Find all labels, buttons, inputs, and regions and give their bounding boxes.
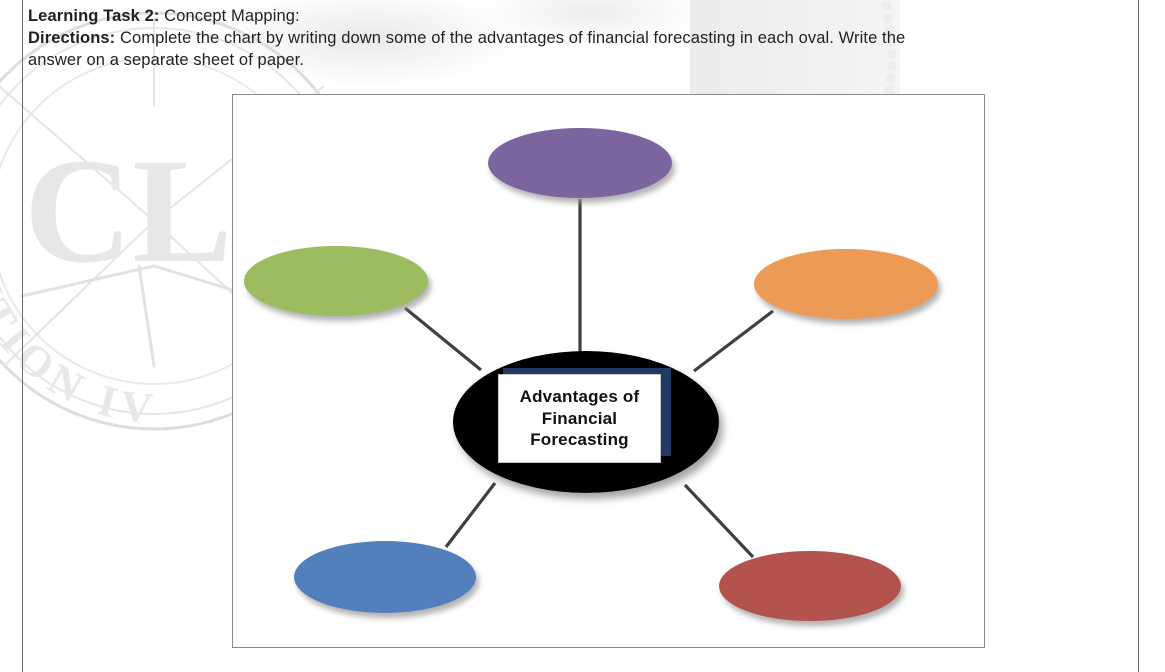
directions-line-2: answer on a separate sheet of paper.	[28, 51, 305, 70]
page-border-right	[1138, 0, 1139, 672]
page-border-left	[22, 0, 23, 672]
concept-nodes	[244, 128, 938, 621]
oval-node-upper-right[interactable]	[754, 249, 938, 319]
task-title-rest: Concept Mapping:	[159, 7, 300, 25]
directions-label: Directions:	[28, 29, 116, 48]
connector-center-to-lower-left	[444, 482, 497, 548]
task-title-line: Learning Task 2: Concept Mapping:	[28, 5, 1083, 27]
oval-node-lower-left[interactable]	[294, 541, 476, 613]
task-title-label: Learning Task 2:	[28, 7, 160, 25]
oval-node-top[interactable]	[488, 128, 672, 198]
connector-center-to-lower-right	[683, 483, 755, 559]
watermark-arc-text: HTION IV	[0, 259, 162, 434]
directions-text: Complete the chart by writing down some …	[115, 29, 906, 48]
connector-center-to-upper-right	[693, 309, 774, 373]
watermark-letters: CL	[24, 128, 232, 294]
oval-node-upper-left[interactable]	[244, 246, 428, 316]
directions-line-1: Directions: Complete the chart by writin…	[28, 27, 1083, 49]
center-label-line-2: Financial	[541, 408, 618, 428]
connector-lines	[403, 199, 774, 559]
oval-node-lower-right[interactable]	[719, 551, 901, 621]
center-label-line-1: Advantages of	[519, 386, 640, 406]
center-label-line-3: Forecasting	[530, 430, 629, 450]
connector-center-to-upper-left	[403, 306, 483, 372]
instructions-block: Learning Task 2: Concept Mapping: Direct…	[28, 5, 1083, 71]
